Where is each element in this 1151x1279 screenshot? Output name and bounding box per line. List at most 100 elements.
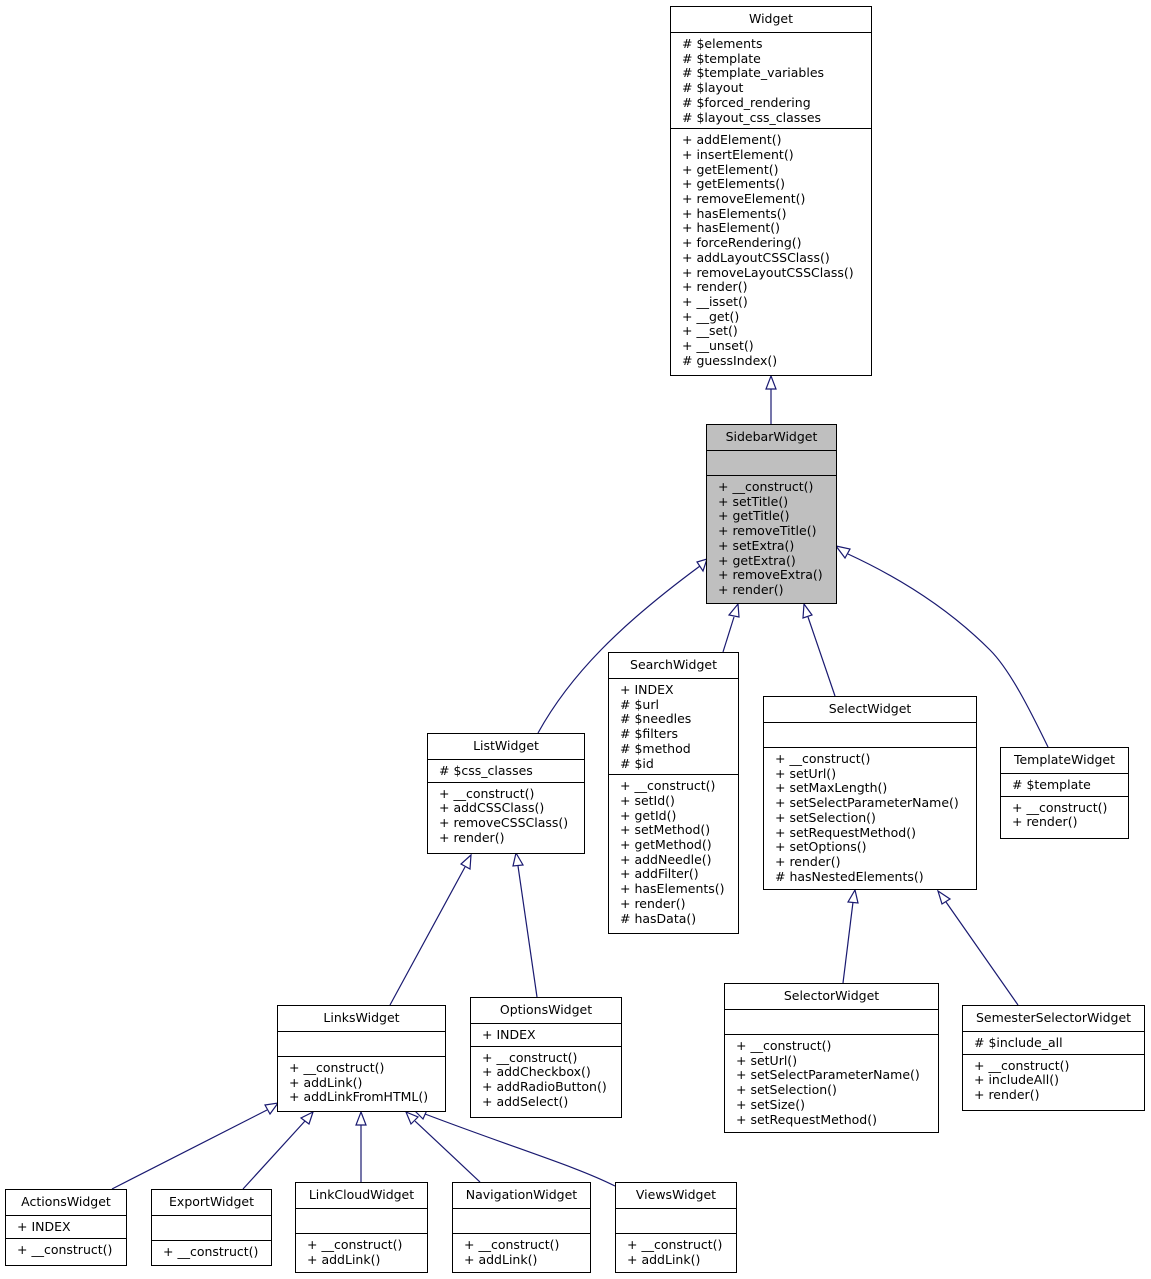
method-item: + removeExtra() (718, 567, 823, 583)
arrowhead-links-from-actions (264, 1102, 280, 1116)
method-item: + __construct() (464, 1237, 560, 1252)
attribute-item: # $template (682, 50, 761, 66)
method-section: + __construct()+ includeAll()+ render() (963, 1055, 1144, 1106)
method-item: + render() (439, 829, 505, 845)
class-selector-widget: SelectorWidget+ __construct()+ setUrl()+… (724, 983, 939, 1133)
method-item: + addElement() (682, 132, 782, 148)
method-item: + addLink() (464, 1251, 538, 1267)
edge-actions-links (111, 1109, 268, 1190)
method-item: + addSelect() (482, 1093, 569, 1109)
attribute-item: # $method (620, 740, 691, 756)
class-actions-widget: ActionsWidget+ INDEX+ __construct() (5, 1189, 127, 1266)
attribute-item: + INDEX (620, 682, 674, 697)
edge-links-list (389, 866, 466, 1006)
method-section: + __construct() (152, 1241, 271, 1263)
attribute-section (764, 723, 976, 748)
attribute-item: # $id (620, 755, 654, 771)
arrowhead-links-from-export (299, 1110, 315, 1125)
method-item: # guessIndex() (682, 352, 778, 368)
edge-views-links (424, 1113, 616, 1187)
class-name: SemesterSelectorWidget (963, 1006, 1144, 1032)
method-item: + setOptions() (775, 839, 867, 855)
class-name: LinkCloudWidget (296, 1183, 427, 1209)
method-item: + setUrl() (775, 765, 837, 781)
attribute-item: # $url (620, 696, 659, 712)
attribute-section: + INDEX# $url# $needles# $filters# $meth… (609, 679, 738, 776)
method-section: + __construct()+ addLink() (296, 1234, 427, 1270)
method-item: + setId() (620, 792, 675, 808)
method-item: + setSelection() (775, 809, 876, 825)
class-list-widget: ListWidget# $css_classes+ __construct()+… (427, 733, 585, 854)
method-item: + render() (620, 895, 686, 911)
method-item: + getExtra() (718, 552, 796, 568)
method-item: + render() (775, 853, 841, 869)
attribute-item: # $template_variables (682, 65, 825, 81)
method-section: + __construct()+ addLink()+ addLinkFromH… (278, 1057, 445, 1108)
class-name: ExportWidget (152, 1190, 271, 1216)
method-item: + removeElement() (682, 191, 806, 207)
edge-select-sidebar (807, 616, 836, 697)
method-item: + addLink() (307, 1251, 381, 1267)
class-options-widget: OptionsWidget+ INDEX+ __construct()+ add… (470, 997, 622, 1118)
attribute-section: # $elements# $template# $template_variab… (671, 33, 871, 130)
method-item: + __construct() (974, 1057, 1070, 1073)
attribute-section (278, 1032, 445, 1057)
class-name: ViewsWidget (616, 1183, 736, 1209)
attribute-item: + INDEX (17, 1219, 71, 1234)
arrowhead-select-from-semester (936, 889, 952, 905)
method-item: # hasData() (620, 910, 697, 926)
method-section: + __construct()+ setUrl()+ setMaxLength(… (764, 748, 976, 887)
attribute-item: # $layout (682, 80, 744, 96)
arrowhead-list-from-options (512, 851, 524, 867)
class-sidebar-widget: SidebarWidget+ __construct()+ setTitle()… (706, 424, 837, 604)
method-item: + __construct() (439, 785, 535, 801)
method-item: + addLayoutCSSClass() (682, 249, 830, 265)
method-item: + setMethod() (620, 822, 711, 838)
method-item: + addRadioButton() (482, 1079, 607, 1095)
arrowhead-links-from-navigation (404, 1110, 420, 1126)
method-item: + setExtra() (718, 537, 795, 553)
method-section: + __construct()+ setId()+ getId()+ setMe… (609, 775, 738, 929)
method-item: + addNeedle() (620, 851, 712, 867)
method-section: + __construct()+ addLink() (453, 1234, 590, 1270)
method-item: + render() (1012, 814, 1078, 830)
attribute-item: + INDEX (482, 1027, 536, 1042)
method-item: + insertElement() (682, 146, 794, 162)
method-item: + __get() (682, 308, 740, 324)
method-item: + includeAll() (974, 1072, 1059, 1088)
class-name: SelectorWidget (725, 984, 938, 1010)
method-item: + removeLayoutCSSClass() (682, 264, 854, 280)
arrowhead-list-from-links (459, 853, 472, 870)
arrowhead-sidebar-from-template (834, 545, 851, 560)
method-item: + setRequestMethod() (736, 1111, 877, 1127)
class-name: SidebarWidget (707, 425, 836, 451)
class-search-widget: SearchWidget+ INDEX# $url# $needles# $fi… (608, 652, 739, 934)
method-item: + hasElement() (682, 220, 781, 236)
method-item: + __isset() (682, 293, 748, 309)
attribute-section (152, 1216, 271, 1241)
method-section: + addElement()+ insertElement()+ getElem… (671, 129, 871, 371)
arrowhead-sidebar-from-list (696, 558, 708, 573)
method-item: + setSize() (736, 1096, 805, 1112)
method-item: + hasElements() (682, 205, 787, 221)
edge-export-links (242, 1120, 306, 1190)
method-item: # hasNestedElements() (775, 868, 924, 884)
method-item: + setSelection() (736, 1082, 837, 1098)
method-item: + __construct() (718, 479, 814, 494)
edge-search-sidebar (722, 616, 735, 653)
attribute-item: # $needles (620, 711, 692, 727)
attribute-section: # $include_all (963, 1032, 1144, 1055)
method-item: + setRequestMethod() (775, 824, 916, 840)
method-item: + addLink() (627, 1251, 701, 1267)
method-item: + __set() (682, 323, 738, 339)
class-name: LinksWidget (278, 1006, 445, 1032)
method-item: + __construct() (736, 1038, 832, 1053)
class-name: ActionsWidget (6, 1190, 126, 1216)
class-template-widget: TemplateWidget# $template+ __construct()… (1000, 747, 1129, 839)
method-item: + getElement() (682, 161, 779, 177)
method-item: + __construct() (627, 1237, 723, 1252)
arrowhead-select-from-selector (847, 888, 859, 904)
class-name: ListWidget (428, 734, 584, 760)
class-widget: Widget# $elements# $template# $template_… (670, 6, 872, 376)
arrowhead-sidebar-from-search (727, 602, 740, 618)
